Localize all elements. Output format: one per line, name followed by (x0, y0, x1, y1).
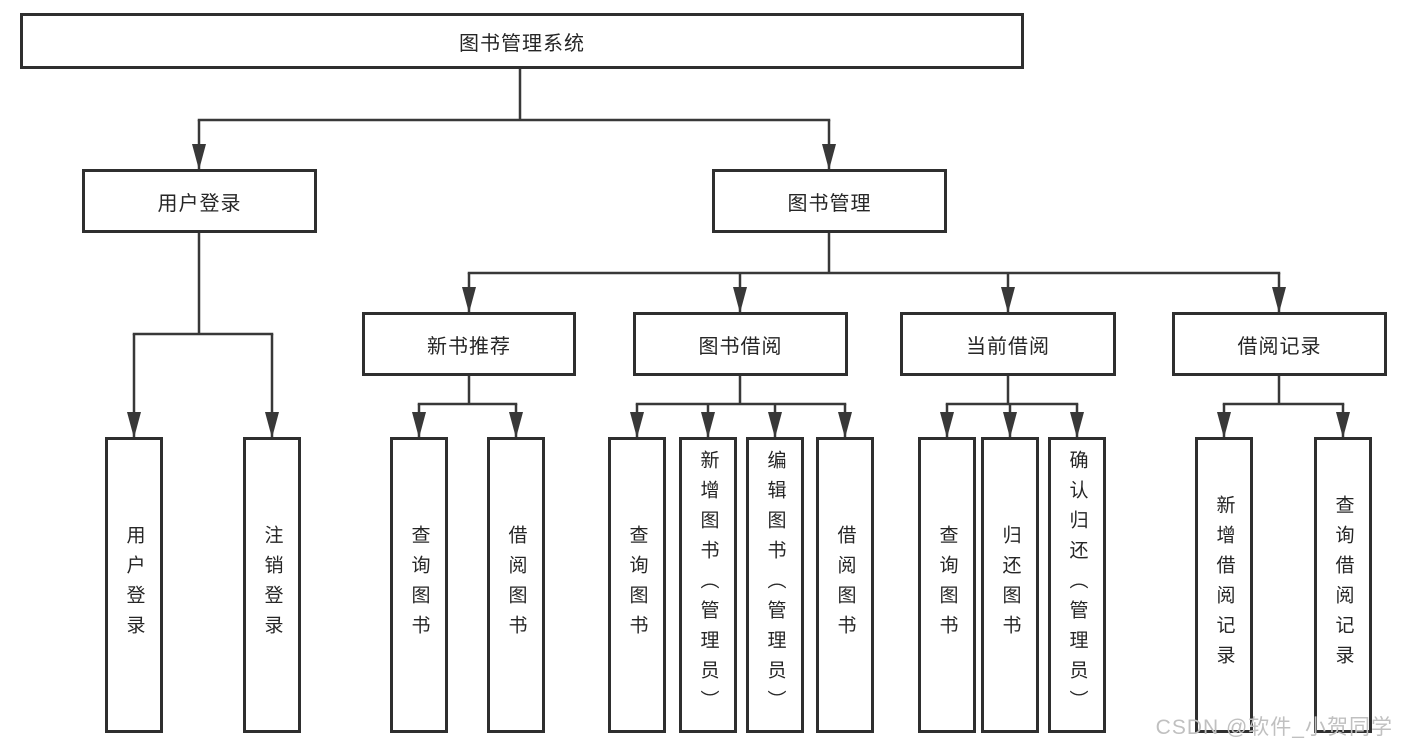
leaf-query-books-current-label: 查询图书 (936, 525, 958, 645)
leaf-add-borrow-record: 新增借阅记录 (1195, 437, 1253, 733)
node-root-label: 图书管理系统 (459, 32, 585, 55)
node-user-login-label: 用户登录 (157, 192, 242, 215)
leaf-borrow-books-recommend: 借阅图书 (487, 437, 545, 733)
leaf-add-book-admin: 新增图书（管理员） (679, 437, 737, 733)
node-book-borrow: 图书借阅 (633, 312, 848, 376)
node-current-borrow-label: 当前借阅 (966, 335, 1050, 358)
node-new-book-recommend: 新书推荐 (362, 312, 576, 376)
node-current-borrow: 当前借阅 (900, 312, 1116, 376)
watermark-text: CSDN @软件_小贺同学 (1155, 716, 1393, 739)
leaf-borrow-books-recommend-label: 借阅图书 (505, 525, 527, 645)
node-root: 图书管理系统 (20, 13, 1024, 69)
leaf-query-books-recommend-label: 查询图书 (408, 525, 430, 645)
node-book-management: 图书管理 (712, 169, 947, 233)
leaf-user-login-label: 用户登录 (123, 525, 145, 645)
leaf-logout: 注销登录 (243, 437, 301, 733)
leaf-confirm-return-admin: 确认归还（管理员） (1048, 437, 1106, 733)
node-new-book-recommend-label: 新书推荐 (427, 335, 511, 358)
leaf-query-books-recommend: 查询图书 (390, 437, 448, 733)
node-book-management-label: 图书管理 (787, 192, 872, 215)
node-borrow-records-label: 借阅记录 (1237, 335, 1322, 358)
node-borrow-records: 借阅记录 (1172, 312, 1387, 376)
leaf-add-book-admin-label: 新增图书（管理员） (697, 450, 719, 720)
leaf-edit-book-admin: 编辑图书（管理员） (746, 437, 804, 733)
leaf-confirm-return-admin-label: 确认归还（管理员） (1066, 450, 1088, 720)
leaf-user-login: 用户登录 (105, 437, 163, 733)
node-user-login: 用户登录 (82, 169, 317, 233)
leaf-edit-book-admin-label: 编辑图书（管理员） (764, 450, 786, 720)
leaf-return-book-label: 归还图书 (999, 525, 1021, 645)
leaf-borrow-books-borrow: 借阅图书 (816, 437, 874, 733)
leaf-query-borrow-record: 查询借阅记录 (1314, 437, 1372, 733)
leaf-borrow-books-borrow-label: 借阅图书 (834, 525, 856, 645)
leaf-query-borrow-record-label: 查询借阅记录 (1332, 495, 1354, 675)
leaf-logout-label: 注销登录 (261, 525, 283, 645)
leaf-return-book: 归还图书 (981, 437, 1039, 733)
leaf-query-books-current: 查询图书 (918, 437, 976, 733)
leaf-add-borrow-record-label: 新增借阅记录 (1213, 495, 1235, 675)
leaf-query-books-borrow: 查询图书 (608, 437, 666, 733)
leaf-query-books-borrow-label: 查询图书 (626, 525, 648, 645)
node-book-borrow-label: 图书借阅 (698, 335, 783, 358)
